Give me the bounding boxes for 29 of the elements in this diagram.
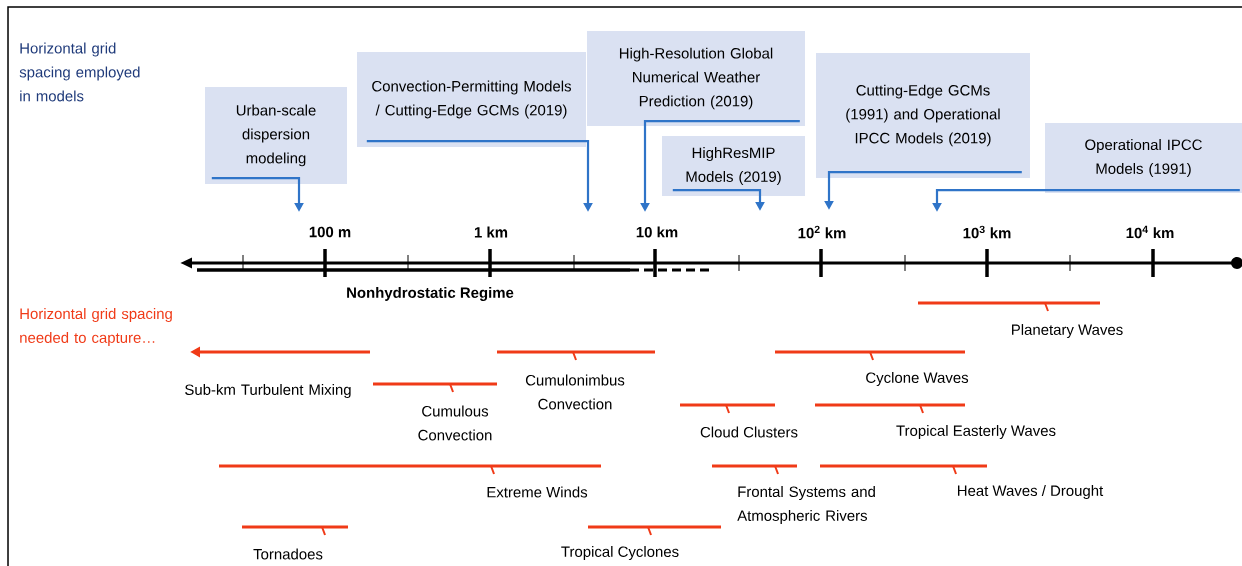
scale-label: 10$^{3}$ km (963, 225, 1011, 239)
model-box: Cutting-Edge GCMs (1991) and Operational IPCC Models (2019) (816, 53, 1030, 178)
axis-caption: Horizontal grid spacing needed to capture… (20, 308, 172, 346)
scale-label: 10$^{2}$ km (798, 225, 846, 239)
scale-label: 1 km (474, 226, 508, 238)
model-box: HighResMIP Models (2019) (662, 136, 805, 196)
node-label: High-Resolution Global Numerical Weather Prediction (2019) (619, 47, 773, 110)
phenomenon-label: Cloud Clusters (700, 426, 798, 438)
model-box: High-Resolution Global Numerical Weather Prediction (2019) (587, 31, 805, 126)
phenomenon-label: Cumulonimbus Convection (525, 374, 625, 410)
model-box: Urban-scale dispersion modeling (205, 87, 347, 184)
phenomenon-label: Sub-km Turbulent Mixing (185, 384, 351, 398)
phenomenon-label: Tornadoes (253, 548, 323, 560)
regime-label: Nonhydrostatic Regime (347, 287, 514, 301)
phenomenon-label: Tropical Cyclones (561, 546, 679, 560)
node-label: Convection-Permitting Models / Cutting-Edge GCMs (2019) (372, 80, 571, 119)
phenomenon-label: Cyclone Waves (866, 372, 969, 386)
phenomenon-label: Cumulous Convection (418, 405, 492, 441)
phenomenon-label: Tropical Easterly Waves (896, 425, 1056, 439)
scale-label: 10 km (636, 226, 678, 238)
phenomenon-label: Extreme Winds (487, 486, 588, 498)
phenomenon-label: Frontal Systems and Atmospheric Rivers (737, 486, 875, 524)
axis-caption: Horizontal grid spacing employed in models (19, 42, 140, 102)
model-box: Operational IPCC Models (1991) (1045, 123, 1242, 193)
phenomenon-label: Heat Waves / Drought (958, 485, 1104, 499)
scale-label: 10$^{4}$ km (1126, 225, 1174, 239)
phenomenon-label: Planetary Waves (1012, 324, 1123, 338)
scale-label: 100 m (309, 226, 351, 238)
model-box: Convection-Permitting Models / Cutting-Edge GCMs (2019) (357, 52, 586, 147)
